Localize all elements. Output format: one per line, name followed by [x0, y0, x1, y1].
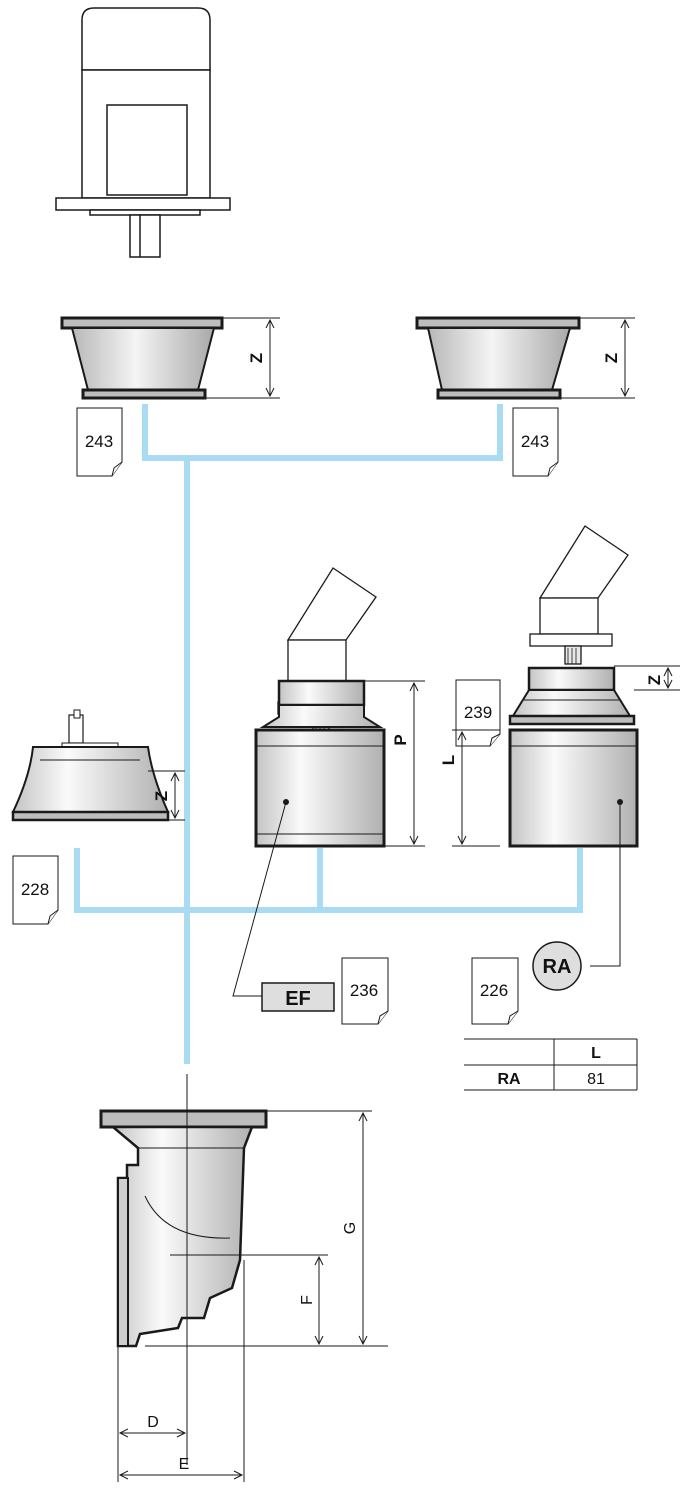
gearbox-body [99, 1109, 268, 1348]
ef-leader-line [232, 801, 287, 997]
dim-label-z: Z [645, 675, 664, 685]
page-ref-icon [341, 957, 389, 1025]
dim-label-z: Z [602, 353, 621, 363]
page-ref-label: 243 [85, 432, 113, 451]
page-ref-label: 228 [21, 880, 49, 899]
dim-label-f: F [299, 1295, 316, 1305]
flange-left [60, 316, 224, 400]
ef-tag-box [261, 982, 335, 1012]
dim-z-motor-adapter [148, 770, 185, 821]
dim-z-top-right [560, 317, 635, 399]
dim-p [364, 680, 425, 847]
dim-l [452, 729, 500, 847]
table-cell: RA [497, 1071, 521, 1088]
page-ref-icon [12, 855, 59, 925]
dim-z-top-left [205, 317, 280, 399]
motor-top [55, 7, 231, 258]
dim-label-e: E [179, 1456, 190, 1473]
ra-leader-line [590, 802, 621, 967]
motor-adapter-left [11, 709, 170, 822]
small-adapter-right [508, 666, 636, 726]
ra-tag-label: RA [543, 956, 572, 978]
table-cell: 81 [587, 1071, 605, 1088]
flange-right [415, 316, 581, 400]
dim-label-l: L [439, 755, 458, 765]
dim-label-z: Z [152, 791, 171, 801]
ra-tag-circle [532, 941, 582, 991]
dimension-table [464, 1038, 638, 1091]
page-ref-icon [471, 957, 519, 1025]
angled-motor-right [529, 525, 629, 665]
dim-d-e [117, 1260, 245, 1482]
dim-g [145, 1110, 388, 1347]
table-header-cell: L [591, 1045, 601, 1062]
dim-label-z: Z [247, 353, 266, 363]
ef-adapter [254, 679, 386, 848]
ef-tag-label: EF [285, 988, 311, 1010]
page-ref-label: 243 [521, 432, 549, 451]
dim-label-g: G [342, 1222, 359, 1234]
dim-label-p: P [391, 734, 410, 745]
dim-label-d: D [147, 1414, 159, 1431]
dim-z-small-adapter [614, 665, 680, 691]
page-ref-icon [76, 407, 123, 477]
page-ref-icon [512, 407, 559, 477]
dim-f [314, 1255, 324, 1346]
page-ref-label: 239 [464, 703, 492, 722]
ra-spacer [508, 728, 639, 848]
page-ref-label: 236 [350, 981, 378, 1000]
connector-lines [74, 404, 583, 1064]
page-ref-label: 226 [480, 981, 508, 1000]
